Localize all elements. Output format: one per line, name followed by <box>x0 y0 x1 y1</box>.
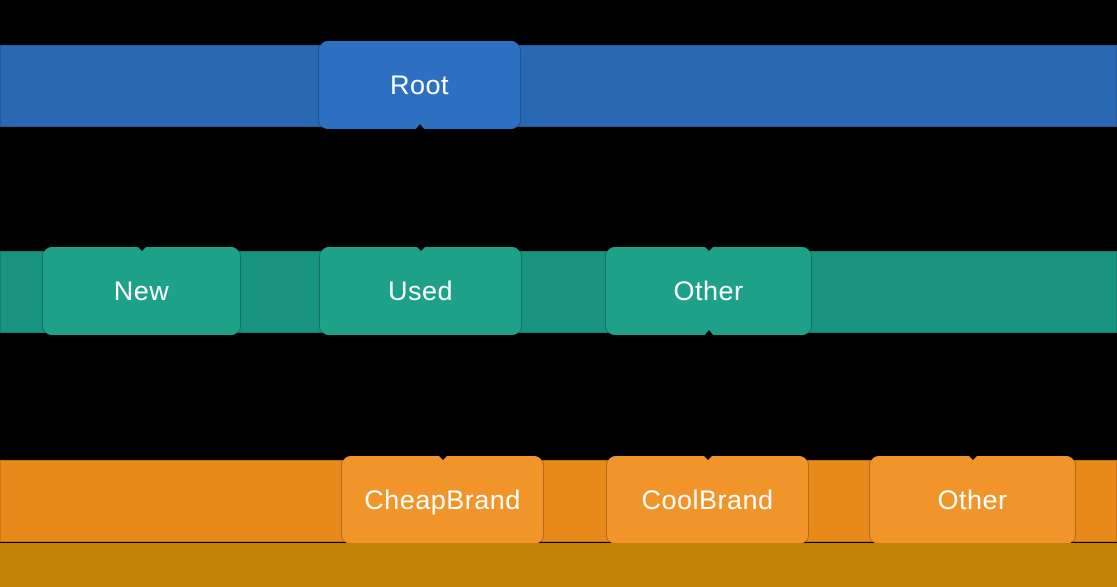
parent-connector-notch <box>967 455 978 460</box>
parent-connector-notch <box>437 455 448 460</box>
node-new-level-1[interactable]: New <box>43 246 240 335</box>
node-label: Root <box>389 69 450 100</box>
level-1-row: New Used Other <box>0 246 1117 336</box>
pathbar-strip[interactable] <box>0 543 1117 587</box>
parent-connector-notch <box>415 246 426 251</box>
node-coolbrand-level-2[interactable]: CoolBrand <box>607 455 808 544</box>
node-label: Used <box>387 275 454 306</box>
node-cheapbrand-level-2[interactable]: CheapBrand <box>342 455 543 544</box>
node-other-level-2[interactable]: Other <box>870 455 1075 544</box>
node-label: CoolBrand <box>641 484 774 515</box>
node-label: Other <box>673 275 744 306</box>
node-used-level-1[interactable]: Used <box>320 246 521 335</box>
parent-connector-notch <box>702 455 713 460</box>
level-0-track <box>0 45 1117 127</box>
node-other-level-1[interactable]: Other <box>606 246 811 336</box>
expanded-children-notch <box>703 330 714 336</box>
node-root-level-0[interactable]: Root <box>319 41 520 130</box>
level-0-row: Root <box>0 41 1117 130</box>
node-label: New <box>113 275 170 306</box>
parent-connector-notch <box>136 246 147 251</box>
node-label: Other <box>937 484 1008 515</box>
expanded-children-notch <box>414 124 425 130</box>
parent-connector-notch <box>703 246 714 251</box>
node-label: CheapBrand <box>364 484 521 515</box>
level-2-row: CheapBrand CoolBrand Other <box>0 455 1117 544</box>
